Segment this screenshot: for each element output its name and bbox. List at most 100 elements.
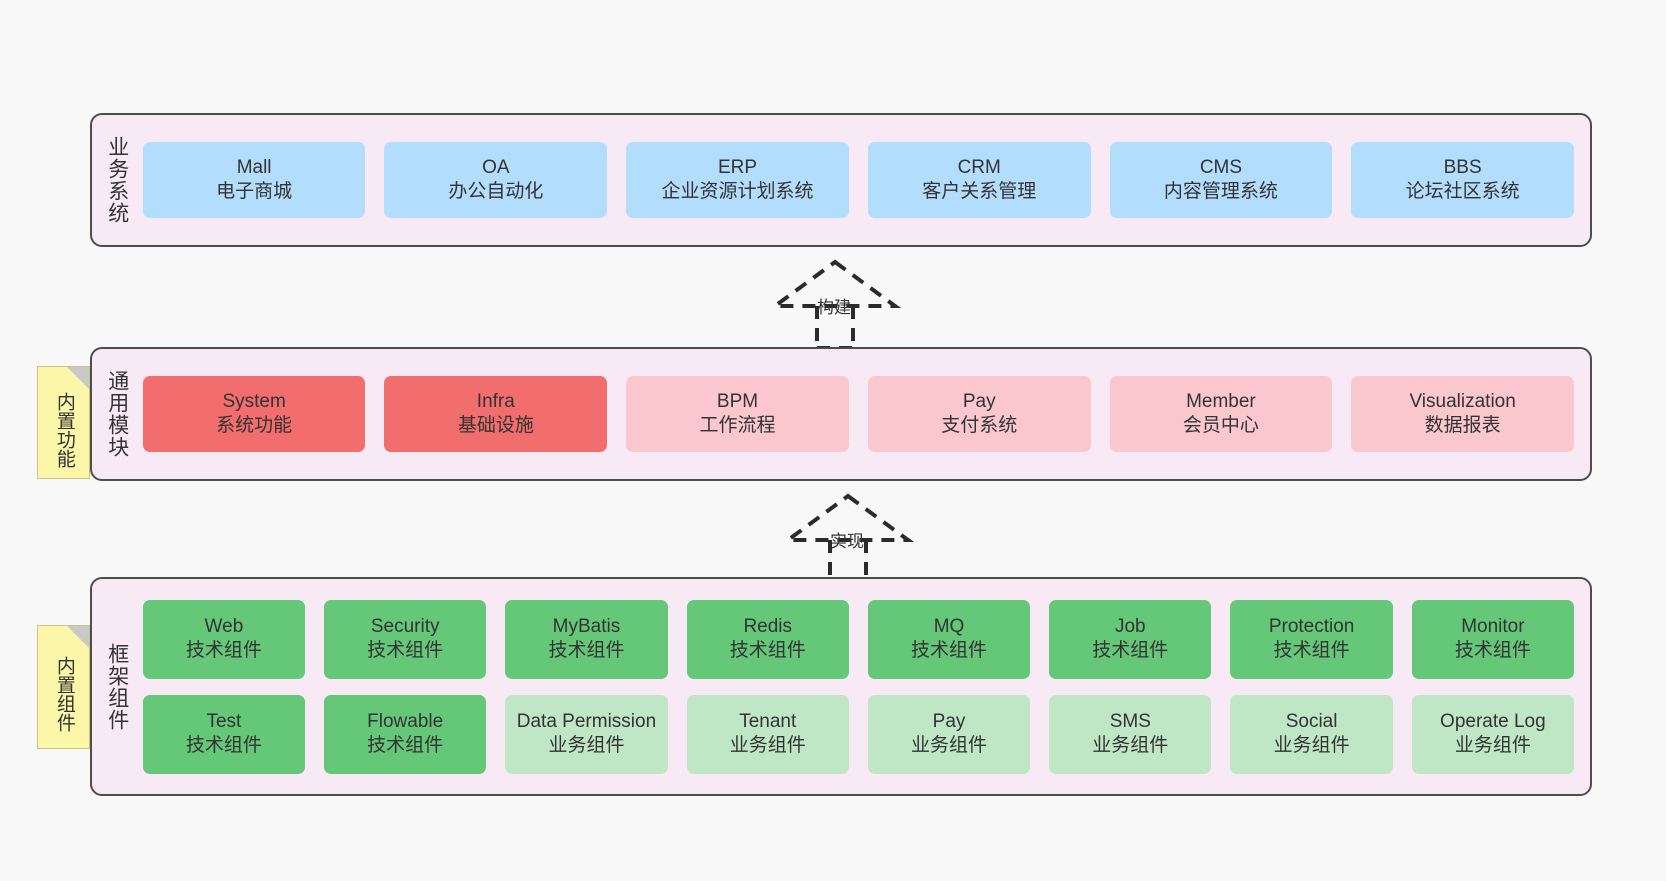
component-subtitle: 业务组件	[1092, 735, 1169, 756]
module-box-erp[interactable]: ERP 企业资源计划系统	[626, 142, 849, 218]
component-box-pay[interactable]: Pay 业务组件	[867, 694, 1031, 774]
component-subtitle: 技术组件	[1454, 640, 1531, 661]
note-fold-corner-icon	[67, 367, 89, 389]
component-subtitle: 技术组件	[1273, 640, 1350, 661]
component-title: Social	[1285, 711, 1338, 733]
generalization-arrow-implement: 实现	[768, 492, 928, 584]
component-box-redis[interactable]: Redis 技术组件	[686, 599, 849, 679]
component-box-flowable[interactable]: Flowable 技术组件	[324, 694, 487, 774]
component-box-job[interactable]: Job 技术组件	[1049, 599, 1212, 679]
module-box-bpm[interactable]: BPM 工作流程	[626, 376, 849, 452]
component-subtitle: 技术组件	[911, 640, 988, 661]
arrow-label-build: 构建	[817, 298, 851, 317]
module-subtitle: 系统功能	[216, 415, 293, 436]
module-title: CRM	[957, 157, 1001, 179]
module-box-system[interactable]: System 系统功能	[142, 376, 366, 452]
module-subtitle: 内容管理系统	[1163, 181, 1278, 202]
note-fold-corner-icon	[67, 626, 89, 648]
module-box-pay[interactable]: Pay 支付系统	[867, 376, 1091, 452]
component-subtitle: 业务组件	[911, 735, 988, 756]
module-box-oa[interactable]: OA 办公自动化	[384, 142, 608, 218]
component-box-test[interactable]: Test 技术组件	[142, 694, 306, 774]
layer-row-business: Test 技术组件 Flowable 技术组件 Data Permission …	[142, 694, 1575, 774]
component-title: MQ	[933, 616, 965, 638]
component-box-security[interactable]: Security 技术组件	[324, 599, 487, 679]
component-subtitle: 业务组件	[548, 735, 625, 756]
component-box-mq[interactable]: MQ 技术组件	[867, 599, 1031, 679]
layer-common-modules: 通用模块 System 系统功能 Infra 基础设施 BPM 工作流程 Pay…	[90, 347, 1592, 481]
component-subtitle: 业务组件	[729, 735, 806, 756]
module-title: BPM	[716, 391, 759, 413]
layer-row-tech: Web 技术组件 Security 技术组件 MyBatis 技术组件 Redi…	[142, 599, 1575, 679]
module-title: Member	[1186, 391, 1256, 413]
module-box-infra[interactable]: Infra 基础设施	[384, 376, 608, 452]
component-title: Test	[206, 711, 242, 733]
module-box-bbs[interactable]: BBS 论坛社区系统	[1351, 142, 1574, 218]
component-title: Protection	[1268, 616, 1355, 638]
component-title: Security	[370, 616, 440, 638]
module-title: ERP	[717, 157, 758, 179]
component-box-social[interactable]: Social 业务组件	[1230, 694, 1393, 774]
layer-caption-common-modules: 通用模块	[105, 370, 129, 458]
module-subtitle: 办公自动化	[448, 181, 544, 202]
component-box-protection[interactable]: Protection 技术组件	[1230, 599, 1393, 679]
module-subtitle: 数据报表	[1424, 415, 1501, 436]
component-title: Pay	[932, 711, 966, 733]
module-subtitle: 客户关系管理	[922, 181, 1037, 202]
layer-business-system: 业务系统 Mall 电子商城 OA 办公自动化 ERP 企业资源计划系统 CRM…	[90, 113, 1592, 247]
note-builtin-function: 内置功能	[37, 366, 90, 479]
component-box-web[interactable]: Web 技术组件	[142, 599, 306, 679]
layer-caption-framework-components: 框架组件	[105, 642, 129, 731]
component-title: Web	[204, 616, 244, 638]
module-box-visualization[interactable]: Visualization 数据报表	[1351, 376, 1574, 452]
component-box-operate-log[interactable]: Operate Log 业务组件	[1411, 694, 1575, 774]
module-subtitle: 基础设施	[457, 415, 534, 436]
arrow-label-implement: 实现	[830, 532, 864, 551]
layer-row: System 系统功能 Infra 基础设施 BPM 工作流程 Pay 支付系统…	[142, 376, 1574, 452]
component-subtitle: 技术组件	[729, 640, 806, 661]
component-subtitle: 技术组件	[548, 640, 625, 661]
module-box-mall[interactable]: Mall 电子商城	[142, 142, 366, 218]
component-subtitle: 技术组件	[367, 640, 444, 661]
component-subtitle: 技术组件	[185, 640, 262, 661]
module-title: Pay	[962, 391, 996, 413]
module-title: Mall	[236, 157, 272, 179]
component-title: Operate Log	[1440, 711, 1546, 733]
module-title: Visualization	[1409, 391, 1516, 413]
component-title: Flowable	[367, 711, 444, 733]
module-subtitle: 工作流程	[699, 415, 776, 436]
component-box-monitor[interactable]: Monitor 技术组件	[1411, 599, 1575, 679]
module-subtitle: 支付系统	[941, 415, 1018, 436]
component-title: Monitor	[1461, 616, 1525, 638]
module-subtitle: 电子商城	[216, 181, 293, 202]
note-text: 内置功能	[53, 391, 75, 468]
module-box-cms[interactable]: CMS 内容管理系统	[1109, 142, 1333, 218]
component-box-sms[interactable]: SMS 业务组件	[1049, 694, 1212, 774]
layer-row: Mall 电子商城 OA 办公自动化 ERP 企业资源计划系统 CRM 客户关系…	[142, 142, 1574, 218]
component-subtitle: 业务组件	[1454, 735, 1531, 756]
component-title: Tenant	[739, 711, 797, 733]
component-subtitle: 技术组件	[367, 735, 444, 756]
module-box-crm[interactable]: CRM 客户关系管理	[867, 142, 1091, 218]
layer-body-common-modules: System 系统功能 Infra 基础设施 BPM 工作流程 Pay 支付系统…	[139, 349, 1590, 479]
layer-framework-components: 框架组件 Web 技术组件 Security 技术组件 MyBatis 技术组件…	[90, 577, 1592, 796]
module-title: BBS	[1443, 157, 1482, 179]
module-box-member[interactable]: Member 会员中心	[1109, 376, 1333, 452]
module-title: CMS	[1199, 157, 1243, 179]
layer-caption-business-system: 业务系统	[105, 136, 129, 224]
component-box-tenant[interactable]: Tenant 业务组件	[686, 694, 849, 774]
component-title: MyBatis	[552, 616, 621, 638]
module-title: OA	[482, 157, 510, 179]
component-title: Redis	[743, 616, 793, 638]
module-title: System	[222, 391, 286, 413]
component-subtitle: 技术组件	[185, 735, 262, 756]
component-box-data-permission[interactable]: Data Permission 业务组件	[505, 694, 668, 774]
note-builtin-component: 内置组件	[37, 625, 90, 749]
module-subtitle: 会员中心	[1182, 415, 1259, 436]
component-box-mybatis[interactable]: MyBatis 技术组件	[505, 599, 668, 679]
component-title: Data Permission	[516, 711, 657, 733]
module-subtitle: 论坛社区系统	[1405, 181, 1520, 202]
component-title: Job	[1114, 616, 1146, 638]
module-subtitle: 企业资源计划系统	[661, 181, 814, 202]
